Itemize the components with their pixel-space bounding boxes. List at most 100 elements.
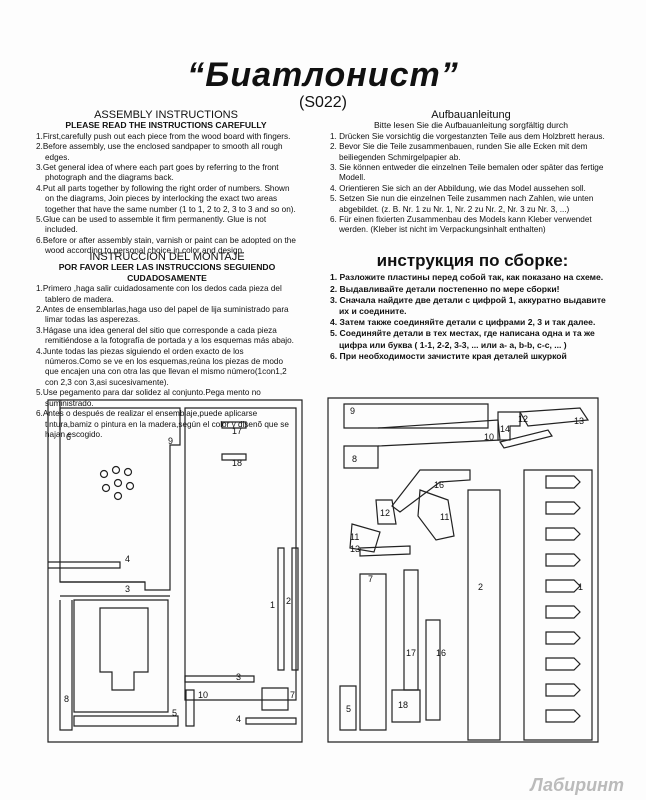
- en-item: 4.Put all parts together by following th…: [36, 183, 296, 214]
- part-7-rod: [359, 573, 387, 731]
- watermark: Лабиринт: [530, 775, 624, 795]
- part-16-arm: [391, 469, 471, 513]
- ru-item: 5. Соединяйте детали в тех местах, где н…: [330, 328, 595, 350]
- spanish-instructions: INSTRUCCION DEL MONTAJE POR FAVOR LEER L…: [36, 251, 298, 440]
- english-instructions: ASSEMBLY INSTRUCTIONS PLEASE READ THE IN…: [36, 109, 296, 257]
- ru-item: 1. Разложите пластины перед собой так, к…: [330, 272, 604, 283]
- left-board-outline: [47, 399, 303, 743]
- en-subheading: PLEASE READ THE INSTRUCTIONS CAREFULLY: [65, 120, 267, 131]
- left-label: 6: [66, 432, 71, 442]
- cartridges: [545, 475, 581, 723]
- right-label: 14: [500, 424, 510, 434]
- es-heading: INSTRUCCION DEL MONTAJE: [89, 251, 245, 263]
- ru-item: 4. Затем также соединяйте детали с цифра…: [330, 317, 596, 328]
- en-list: 1.First,carefully push out each piece fr…: [36, 132, 296, 257]
- ru-list: 1. Разложите пластины перед собой так, к…: [330, 272, 615, 362]
- es-item: 1.Primero ,haga salir cuidadosamente con…: [36, 284, 282, 304]
- part-16-rod: [425, 619, 441, 721]
- right-label: 16: [434, 480, 444, 490]
- es-item: 4.Junte todas las piezas siguiendo el or…: [36, 346, 287, 387]
- right-label: 17: [406, 648, 416, 658]
- left-label: 10: [198, 690, 208, 700]
- en-item: 3.Get general idea of where each part go…: [36, 163, 279, 183]
- part-5-strip: [73, 715, 179, 727]
- part-10-block: [185, 689, 195, 727]
- part-18-inner: [99, 607, 149, 691]
- ru-item: 2. Выдавливайте детали постепенно по мер…: [330, 283, 560, 294]
- part-12-body: [375, 499, 397, 525]
- de-subheading: Bitte lesen Sie die Aufbauanleitung sorg…: [374, 120, 568, 131]
- de-item: 3. Sie können entweder die einzelnen Tei…: [330, 163, 604, 183]
- es-item: 2.Antes de ensemblarlas,haga uso del pap…: [36, 305, 289, 325]
- left-label: 3: [236, 672, 241, 682]
- right-label: 1: [578, 582, 583, 592]
- en-item: 1.First,carefully push out each piece fr…: [36, 131, 291, 141]
- right-label: 16: [436, 648, 446, 658]
- product-title: “Биатлонист”: [187, 56, 459, 94]
- part-17-rod: [403, 569, 419, 691]
- left-label: 3: [125, 584, 130, 594]
- left-label: 1: [270, 600, 275, 610]
- part-11-leg: [417, 489, 455, 541]
- part-10-stock: [377, 419, 501, 447]
- de-item: 1. Drücken Sie vorsichtig die vorgestanz…: [330, 131, 605, 141]
- right-label: 5: [346, 704, 351, 714]
- part-18-piece: [391, 689, 421, 723]
- right-label: 18: [398, 700, 408, 710]
- part-2-strip: [291, 547, 299, 671]
- right-label: 12: [518, 414, 528, 424]
- de-list: 1. Drücken Sie vorsichtig die vorgestanz…: [330, 132, 612, 236]
- part-9-bar: [343, 403, 489, 429]
- right-label: 2: [478, 582, 483, 592]
- en-item: 5.Glue can be used to assemble it firm p…: [36, 215, 267, 235]
- right-label: 7: [368, 574, 373, 584]
- part-4-strip-c: [48, 561, 121, 569]
- right-label: 11: [350, 532, 359, 542]
- right-label: 13: [350, 544, 360, 554]
- part-7-block: [261, 687, 289, 711]
- part-14-link: [499, 429, 553, 449]
- es-item: 5.Use pegamento para dar solidez al conj…: [36, 388, 261, 408]
- left-label: 17: [232, 426, 242, 436]
- part-column: [523, 469, 593, 741]
- left-label: 2: [286, 596, 291, 606]
- russian-instructions: инструкция по сборке: 1. Разложите пласт…: [330, 251, 615, 362]
- part-8-bar: [343, 445, 379, 469]
- part-13-barrel: [519, 407, 590, 427]
- part-17-slot: [221, 421, 247, 429]
- part-right-panel: [184, 407, 297, 701]
- de-item: 4. Orientieren Sie sich an der Abbildung…: [330, 183, 586, 193]
- right-label: 10: [484, 432, 494, 442]
- right-label: 11: [440, 512, 449, 522]
- part-3-strip-b: [184, 675, 255, 683]
- part-13-ski: [359, 545, 411, 557]
- ru-heading: инструкция по сборке:: [376, 251, 569, 270]
- de-item: 2. Bevor Sie die Teile zusammenbauen, ru…: [330, 142, 588, 162]
- en-item: 6.Before or after assembly stain, varnis…: [36, 235, 296, 256]
- left-label: 9: [168, 436, 173, 446]
- german-instructions: Aufbauanleitung Bitte lesen Sie die Aufb…: [330, 109, 612, 236]
- en-heading: ASSEMBLY INSTRUCTIONS: [94, 109, 238, 121]
- ru-item: 6. При необходимости зачистите края дета…: [330, 350, 567, 361]
- part-4-strip-b: [245, 717, 297, 725]
- product-code: (S022): [298, 94, 348, 111]
- part-8-strip: [59, 600, 73, 731]
- en-item: 2.Before assembly, use the enclosed sand…: [36, 142, 283, 162]
- part-5-piece: [339, 685, 357, 731]
- part-18-base: [73, 599, 169, 713]
- right-label: 12: [380, 508, 390, 518]
- left-label: 4: [125, 554, 130, 564]
- ru-item: 3. Сначала найдите две детали с цифрой 1…: [330, 294, 606, 317]
- left-label: 4: [236, 714, 241, 724]
- es-item: 6.Antes o después de realizar el ensembl…: [36, 409, 289, 439]
- right-label: 8: [352, 454, 357, 464]
- left-label: 5: [172, 708, 177, 718]
- es-subheading: POR FAVOR LEER LAS INSTRUCCIONS SEGUIEND…: [58, 262, 276, 283]
- part-1-strip: [277, 547, 285, 671]
- part-2-post: [467, 489, 501, 741]
- es-item: 3.Hágase una idea general del sitio que …: [36, 325, 294, 346]
- dot-cluster: [99, 465, 135, 501]
- de-item: 6. Für einen fixierten Zusammenbau des M…: [330, 215, 592, 235]
